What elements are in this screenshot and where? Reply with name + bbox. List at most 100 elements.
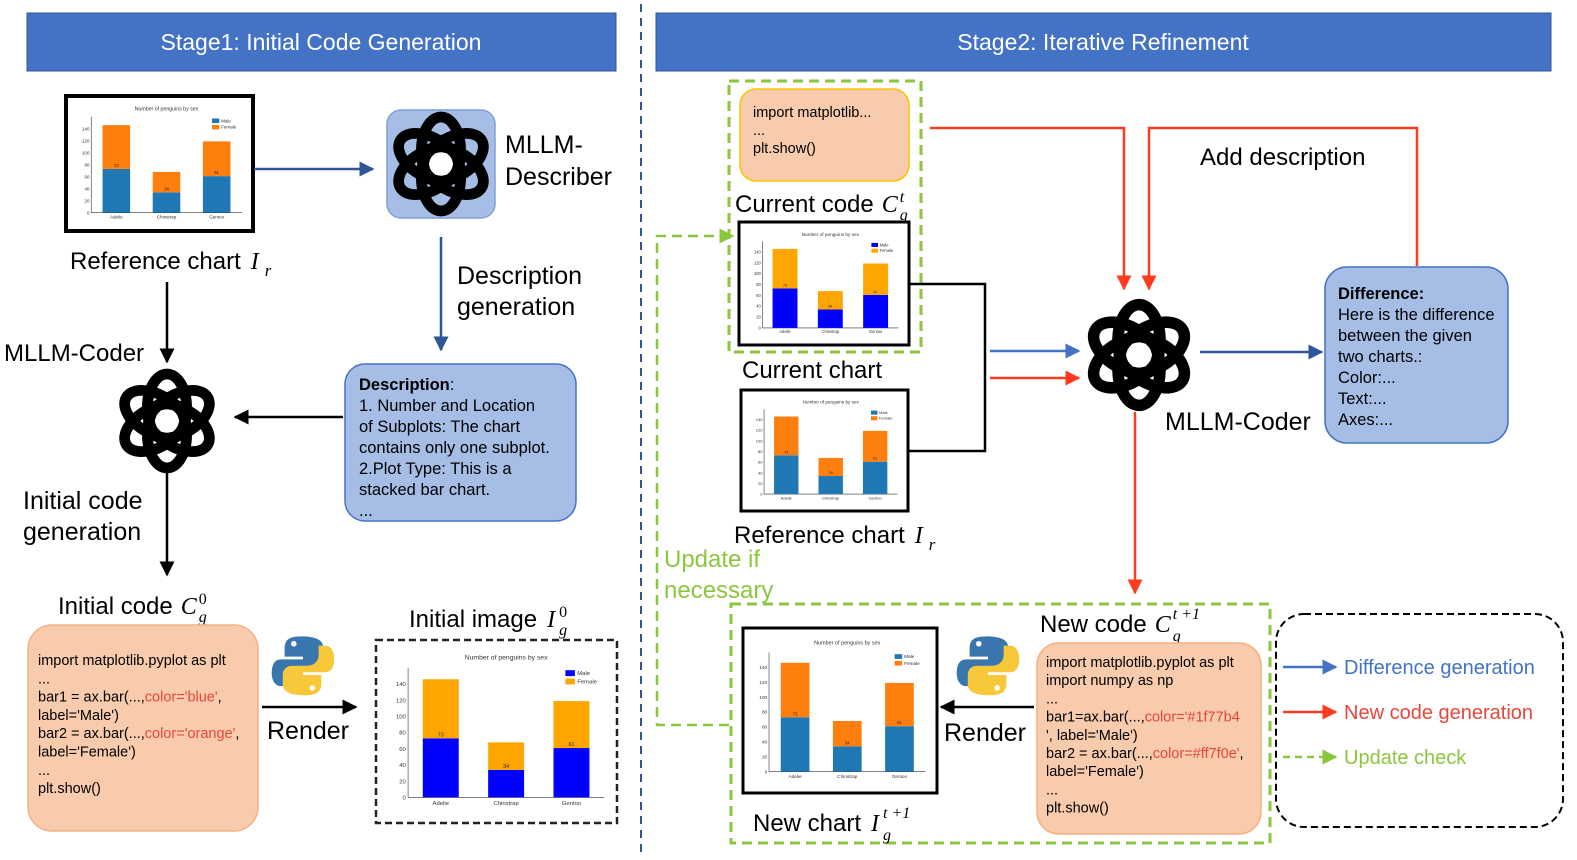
chart-y-tick: 120 <box>396 698 407 704</box>
arrow-difference-to-coder-red <box>1141 126 1419 291</box>
chart-x-tick: Adelie <box>433 801 450 807</box>
chart-bar-label: 34 <box>845 740 850 745</box>
chart-bar-male <box>862 461 888 495</box>
chart-legend-label: Female <box>879 416 893 421</box>
chart-x-tick: Gentoo <box>869 329 883 334</box>
chart-legend-label: Female <box>577 680 597 686</box>
chart-bar-female <box>202 141 231 177</box>
chart-legend-label: Female <box>221 125 237 130</box>
chart-x-tick: Chinstrap <box>822 329 840 334</box>
difference-line: between the given <box>1338 327 1472 345</box>
reference-chart-stage2: Number of penguins by sex020406080100120… <box>739 388 910 513</box>
chart-legend-swatch <box>894 654 903 659</box>
chart-y-tick: 60 <box>762 725 768 731</box>
current-chart: Number of penguins by sex020406080100120… <box>737 220 911 347</box>
init-code-line: bar1 = ax.bar(...,color='blue', <box>38 690 222 706</box>
new-code-line: ... <box>1046 691 1058 707</box>
chart-y-tick: 100 <box>756 438 763 443</box>
chart-x-tick: Chinstrap <box>493 801 519 807</box>
chart-bar-male <box>774 455 799 495</box>
difference-box: Difference: Here is the differencebetwee… <box>1324 266 1509 444</box>
chart-y-tick: 140 <box>82 126 90 131</box>
stage2-header: Stage2: Iterative Refinement <box>655 12 1552 72</box>
chart-bar-label: 61 <box>897 720 902 725</box>
chart-x-tick: Gentoo <box>562 801 582 807</box>
chart-legend-swatch <box>871 410 878 415</box>
difference-line: Text:... <box>1338 390 1387 408</box>
chart-bar-female <box>772 248 798 289</box>
chart-bar-female <box>102 125 131 169</box>
chart-y-tick: 120 <box>756 428 763 433</box>
chart-legend-swatch <box>212 118 220 124</box>
chart-bar-female <box>862 430 888 462</box>
chart-legend-swatch <box>565 670 575 677</box>
init-code-line: label='Male') <box>38 708 119 724</box>
new-code-line: label='Female') <box>1046 764 1144 780</box>
chart-bar-label: 73 <box>114 163 119 168</box>
chart-bar-male <box>488 769 525 798</box>
chart-y-tick: 60 <box>399 747 406 753</box>
new-code-line: import numpy as np <box>1046 673 1173 689</box>
current-code-box: import matplotlib......plt.show() <box>739 88 910 182</box>
chart-legend-swatch <box>212 124 220 130</box>
difference-line: Color:... <box>1338 369 1396 387</box>
chart-x-tick: Chinstrap <box>837 774 858 780</box>
chart-bar-label: 34 <box>503 764 509 770</box>
legend-label: Update check <box>1344 747 1467 769</box>
chart-legend-label: Male <box>221 118 231 123</box>
current-group-box <box>727 79 923 354</box>
chart-bar-label: 61 <box>874 290 878 294</box>
arrow-code-to-coder-red <box>930 126 1132 291</box>
coder-icon-stage1 <box>116 374 217 468</box>
chart-y-tick: 80 <box>756 282 761 287</box>
description-line: 1. Number and Location <box>359 397 535 415</box>
chart-legend-label: Male <box>879 410 888 415</box>
svg-text:Difference:: Difference: <box>1338 285 1424 303</box>
chart-bar-female <box>488 742 525 770</box>
chart-bar-male <box>817 309 843 328</box>
chart-bar-label: 61 <box>214 170 219 175</box>
new-code-line: plt.show() <box>1046 801 1109 817</box>
difference-line: two charts.: <box>1338 348 1422 366</box>
chart-legend-label: Male <box>880 242 890 247</box>
chart-bar-female <box>818 457 843 477</box>
chart-y-tick: 40 <box>84 186 90 191</box>
chart-bar-female <box>832 720 862 747</box>
reference-chart-stage1: Number of penguins by sex020406080100120… <box>64 94 255 233</box>
difference-line: Axes:... <box>1338 411 1393 429</box>
chart-y-tick: 60 <box>758 460 763 465</box>
chart-legend-swatch <box>871 416 878 421</box>
chart-bar-label: 34 <box>164 186 169 191</box>
init-code-line: ... <box>38 671 50 687</box>
description-line: of Subplots: The chart <box>359 418 521 436</box>
init-code-line: ... <box>38 763 50 779</box>
chart-y-tick: 100 <box>396 715 407 721</box>
chart-y-tick: 100 <box>759 695 767 701</box>
chart-legend-label: Male <box>577 671 591 677</box>
description-line: 2.Plot Type: This is a <box>359 460 512 478</box>
chart-bar-female <box>817 291 843 310</box>
svg-text:Stage2: Iterative Refinement: Stage2: Iterative Refinement <box>957 29 1249 55</box>
chart-y-tick: 0 <box>765 769 768 775</box>
chart-bar-female <box>422 679 459 739</box>
chart-bar-male <box>885 726 914 772</box>
new-code-line: bar1=ax.bar(...,color='#1f77b4 <box>1046 710 1240 726</box>
describer-icon <box>387 109 495 219</box>
new-code-line: ... <box>1046 782 1058 798</box>
coder-label-stage1: MLLM-Coder <box>4 340 144 367</box>
chart-bar-label: 73 <box>783 283 787 287</box>
chart-bar-label: 34 <box>829 471 833 475</box>
render-label-stage1: Render <box>267 717 349 745</box>
chart-y-tick: 40 <box>399 763 406 769</box>
chart-bar-male <box>422 738 459 798</box>
chart-y-tick: 140 <box>756 417 763 422</box>
init-code-line: bar2 = ax.bar(...,color='orange', <box>38 726 239 742</box>
new-code-line: bar2 = ax.bar(...,color=#ff7f0e', <box>1046 746 1244 762</box>
chart-bar-female <box>553 701 590 749</box>
